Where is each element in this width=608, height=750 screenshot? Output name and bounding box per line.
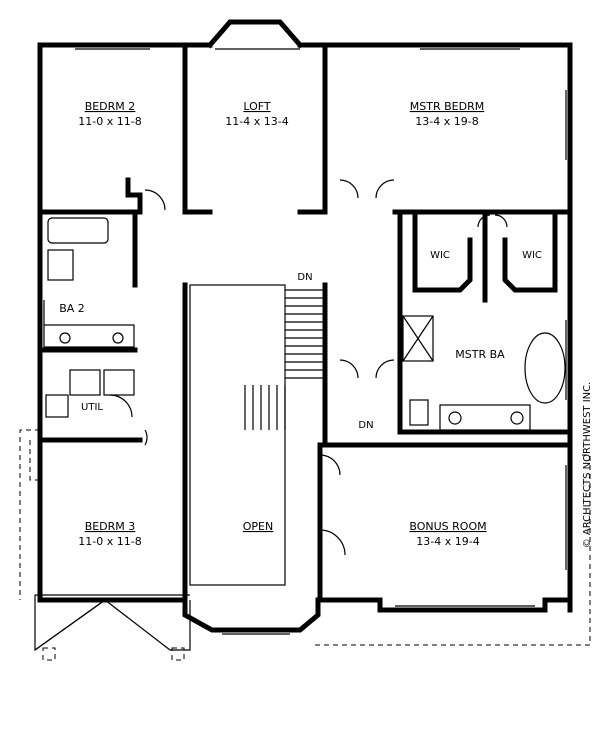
- windows: [43, 48, 567, 635]
- fixtures: [43, 217, 566, 431]
- room-name-bedrm3: BEDRM 3: [85, 520, 136, 533]
- sink-icon: [112, 332, 124, 344]
- deck-outline: [19, 429, 591, 661]
- room-size-loft: 11-4 x 13-4: [225, 115, 288, 128]
- washer-icon: [69, 369, 101, 396]
- room-size-bonus-room: 13-4 x 19-4: [416, 535, 479, 548]
- sink-icon: [448, 411, 462, 425]
- room-name-wic-right: WIC: [522, 250, 542, 261]
- open-to-below-outline: [189, 284, 286, 586]
- room-name-mstr-ba: MSTR BA: [455, 348, 505, 361]
- laundry-sink-icon: [45, 394, 69, 418]
- room-name-ba2: BA 2: [59, 302, 85, 315]
- stair-down-label: DN: [297, 272, 312, 283]
- interior-walls: [37, 42, 573, 603]
- room-name-bonus-room: BONUS ROOM: [409, 520, 486, 533]
- room-size-bedrm2: 11-0 x 11-8: [78, 115, 141, 128]
- stair-down-label-lower: DN: [358, 420, 373, 431]
- room-name-wic-left: WIC: [430, 250, 450, 261]
- room-name-util: UTIL: [81, 402, 103, 413]
- sink-icon: [59, 332, 71, 344]
- dryer-icon: [103, 369, 135, 396]
- vanity-icon: [43, 324, 135, 348]
- room-name-open: OPEN: [243, 520, 273, 533]
- copyright-notice: © ARCHITECTS NORTHWEST INC.: [582, 382, 593, 549]
- room-name-loft: LOFT: [243, 100, 271, 113]
- doors: [109, 179, 508, 556]
- room-name-bedrm2: BEDRM 2: [85, 100, 136, 113]
- toilet-icon: [409, 399, 429, 426]
- bathtub-icon: [47, 217, 109, 244]
- room-size-bedrm3: 11-0 x 11-8: [78, 535, 141, 548]
- toilet-icon: [47, 249, 74, 281]
- soaking-tub-icon: [524, 332, 566, 404]
- shower-icon: [402, 315, 434, 362]
- sink-icon: [510, 411, 524, 425]
- room-size-mstr-bedrm: 13-4 x 19-8: [415, 115, 478, 128]
- master-vanity-icon: [439, 404, 531, 431]
- room-name-mstr-bedrm: MSTR BEDRM: [410, 100, 484, 113]
- exterior-walls: [37, 19, 573, 633]
